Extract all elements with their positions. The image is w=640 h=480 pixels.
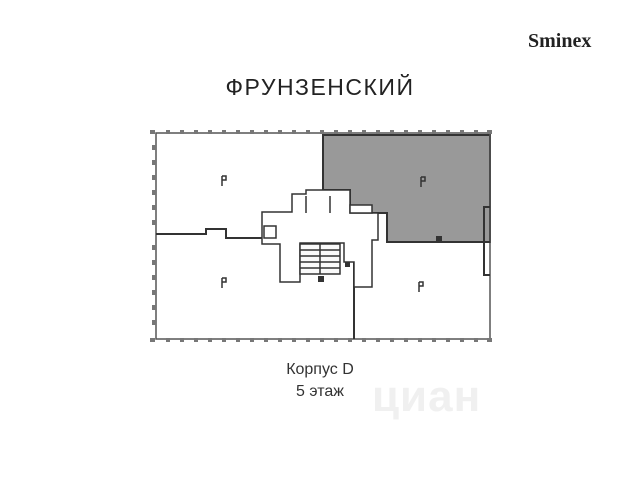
central-core — [261, 189, 379, 288]
room-markers — [221, 175, 426, 292]
cian-watermark: циан — [372, 372, 482, 421]
floor-label: 5 этаж — [296, 383, 344, 400]
facade-windows-left — [152, 145, 156, 325]
facade-windows-top — [150, 130, 492, 134]
columns — [318, 236, 442, 282]
sminex-logo: Sminex — [528, 30, 592, 52]
complex-title: ФРУНЗЕНСКИЙ — [225, 74, 415, 100]
facade-windows-bottom — [150, 338, 492, 342]
building-label: Корпус D — [286, 361, 354, 378]
